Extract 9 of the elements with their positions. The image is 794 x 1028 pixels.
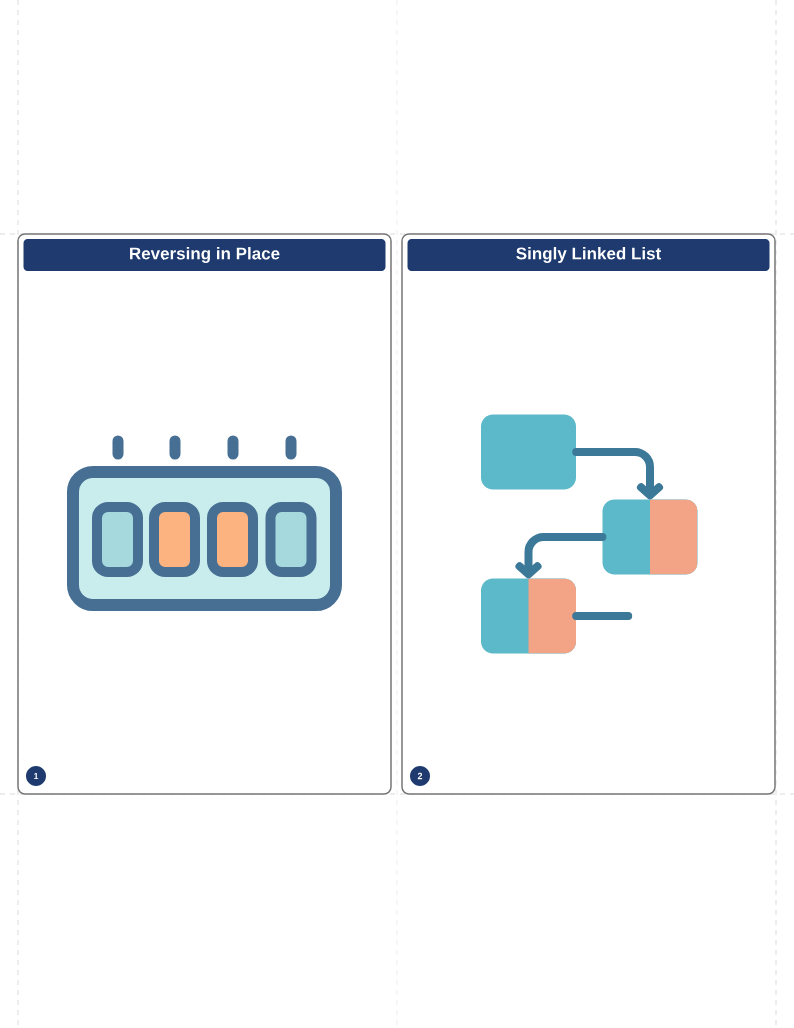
title-bar: Reversing in Place xyxy=(23,239,386,271)
title-bar: Singly Linked List xyxy=(407,239,770,271)
number-badge: 1 xyxy=(26,766,46,786)
list-node-box xyxy=(481,578,576,654)
number-badge: 2 xyxy=(410,766,430,786)
list-node-box xyxy=(481,414,576,490)
arrow xyxy=(515,533,607,579)
arrow xyxy=(572,448,663,500)
list-node-box xyxy=(602,499,698,575)
